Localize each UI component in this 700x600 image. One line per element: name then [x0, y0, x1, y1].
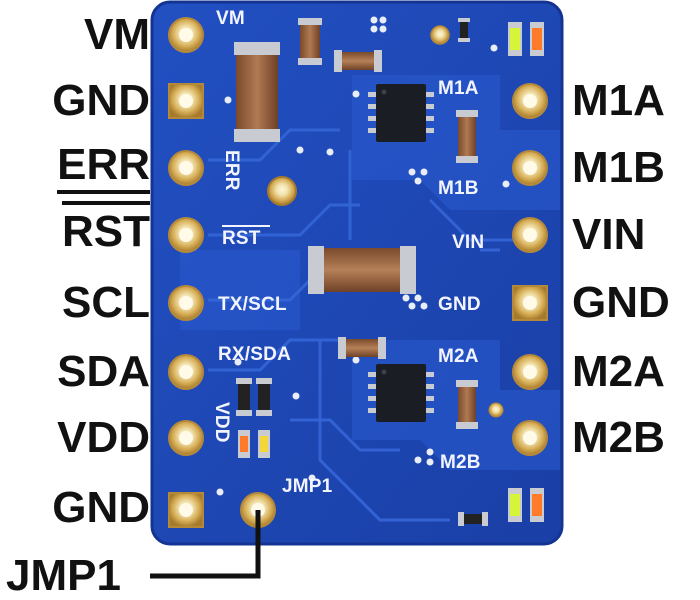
- pin-label-text: SDA: [57, 347, 150, 396]
- pin-label-scl: SCL: [0, 281, 150, 325]
- motor-driver-ic-2: [368, 364, 434, 422]
- silk-m2a: M2A: [438, 346, 479, 367]
- silk-vm: VM: [216, 8, 245, 29]
- pin-label-m2b: M2B: [572, 413, 665, 462]
- pin-label-text: ERR: [57, 140, 150, 194]
- small-capacitors: [298, 18, 478, 429]
- bulk-capacitor-middle: [308, 246, 416, 294]
- pin-label-text: VDD: [57, 413, 150, 462]
- silk-vdd: VDD: [211, 402, 232, 443]
- motor-driver-ic-1: [368, 84, 434, 142]
- pin-label-sda: SDA: [0, 350, 150, 394]
- pin-label-vin: VIN: [572, 210, 646, 259]
- pin-label-text: RST: [62, 201, 150, 256]
- right-pin-pads: [512, 83, 548, 456]
- pin-label-err: ERR: [0, 140, 150, 194]
- silk-rst: RST: [222, 228, 261, 249]
- leds-vdd: [238, 430, 270, 458]
- silk-m1a: M1A: [438, 78, 479, 99]
- silk-err: ERR: [221, 150, 242, 191]
- silk-jmp1: JMP1: [282, 476, 333, 497]
- silk-vin: VIN: [452, 232, 485, 253]
- pin-label-m1a: M1A: [572, 76, 665, 125]
- leds-bottom-right: [508, 488, 544, 522]
- resistors-vdd: [236, 378, 272, 416]
- silk-tx-scl: TX/SCL: [218, 294, 287, 315]
- small-resistors: [458, 18, 488, 526]
- bulk-capacitor-top: [234, 42, 280, 142]
- pin-label-text: SCL: [62, 278, 150, 327]
- silk-rx-sda: RX/SDA: [218, 344, 291, 365]
- pin-label-vdd: VDD: [0, 416, 150, 460]
- pin-label-m2a: M2A: [572, 347, 665, 396]
- pin-label-text: GND: [52, 76, 150, 125]
- jmp1-label: JMP1: [6, 551, 121, 600]
- left-pin-pads: [168, 17, 204, 528]
- silk-m1b: M1B: [438, 178, 479, 199]
- pin-label-vm: VM: [0, 13, 150, 57]
- fiducial-pad: [267, 176, 297, 206]
- pin-label-text: GND: [52, 483, 150, 532]
- jmp1-callout-line: [150, 510, 261, 579]
- pin-label-gnd-bottom: GND: [0, 486, 150, 530]
- pin-label-gnd-left: GND: [0, 79, 150, 123]
- pin-label-gnd-right: GND: [572, 278, 670, 327]
- silk-gnd: GND: [438, 294, 481, 315]
- silk-m2b: M2B: [440, 452, 481, 473]
- pin-label-text: VM: [84, 10, 150, 59]
- pin-label-m1b: M1B: [572, 143, 665, 192]
- pin-label-rst: RST: [0, 201, 150, 256]
- leds-top-right: [508, 22, 544, 56]
